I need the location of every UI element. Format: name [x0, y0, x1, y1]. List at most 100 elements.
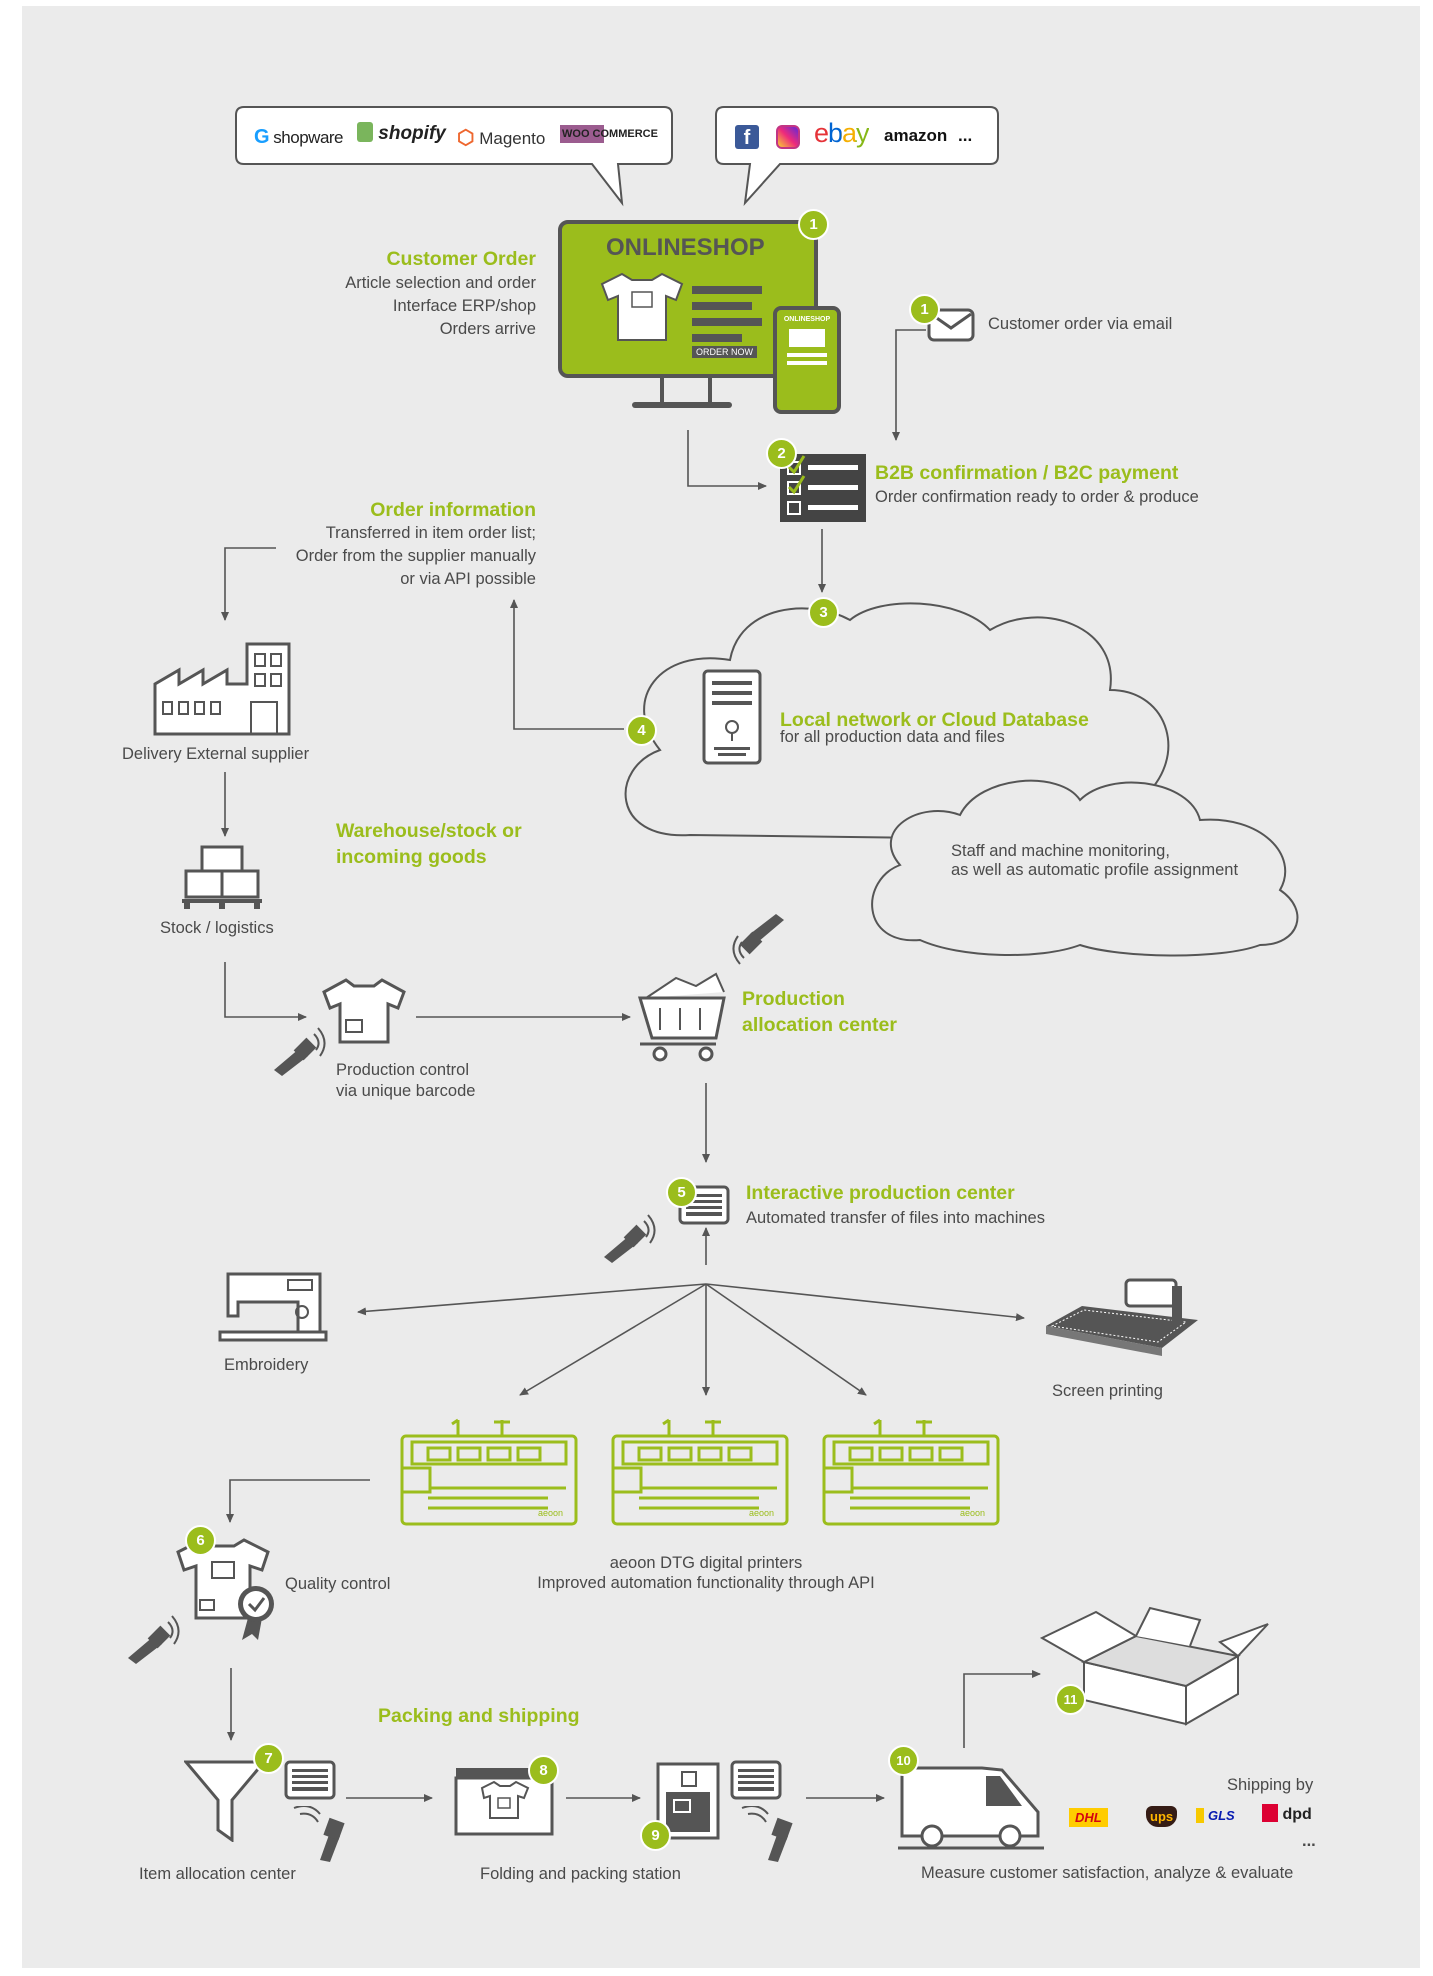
production-control-line: via unique barcode [336, 1082, 476, 1100]
monitor-stand [660, 374, 712, 404]
step-badge: 11 [1055, 1684, 1086, 1715]
monitor-icon: ONLINESHOP ORDER NOW [558, 220, 818, 378]
screen-printer-icon [1042, 1276, 1202, 1360]
allocation-title: allocation center [742, 1014, 897, 1036]
dpd-cube-icon [1262, 1804, 1278, 1822]
amazon-logo: amazon [884, 126, 947, 146]
shops-bubble [235, 106, 673, 207]
shopify-logo: shopify [357, 122, 446, 145]
shopware-logo: G shopware [254, 126, 344, 149]
facebook-logo: f [735, 125, 759, 149]
open-box-icon [1039, 1606, 1270, 1726]
shopping-cart-icon [636, 958, 732, 1062]
dtg-printer-icon: aeoon [398, 1418, 580, 1530]
woocommerce-label: WOO COMMERCE [560, 125, 660, 143]
server-icon [700, 669, 766, 769]
allocation-title: Production [742, 988, 845, 1010]
measure-text: Measure customer satisfaction, analyze &… [921, 1864, 1294, 1882]
step-badge: 1 [909, 294, 940, 325]
b2b-title: B2B confirmation / B2C payment [875, 462, 1179, 484]
cloud-title: Local network or Cloud Database [780, 709, 1089, 731]
step-badge: 6 [185, 1525, 216, 1556]
order-info-line: Transferred in item order list; [325, 524, 536, 542]
order-info-line: Order from the supplier manually [295, 547, 536, 565]
order-now-button[interactable]: ORDER NOW [692, 346, 757, 358]
magento-label: Magento [479, 129, 546, 148]
customer-order-line: Orders arrive [439, 320, 536, 338]
more-channels-label: ... [958, 126, 973, 145]
item-allocation-label: Item allocation center [139, 1865, 296, 1883]
step-badge: 4 [626, 715, 657, 746]
step-badge: 5 [666, 1177, 697, 1208]
embroidery-label: Embroidery [224, 1356, 309, 1374]
order-info-title: Order information [370, 499, 536, 521]
barcode-scanner-icon [738, 1805, 798, 1862]
customer-order-line: Article selection and order [345, 274, 536, 292]
barcode-label-icon [284, 1760, 336, 1800]
barcode-scanner-icon [270, 1026, 330, 1078]
step-badge: 9 [640, 1820, 671, 1851]
shopware-label: shopware [273, 128, 344, 147]
checkmarks-icon [787, 455, 858, 515]
email-order-text: Customer order via email [988, 315, 1173, 333]
shopify-bag-icon [357, 122, 373, 142]
order-info-line: or via API possible [400, 570, 536, 588]
boxes-pallet-icon [180, 845, 264, 909]
supplier-label: Delivery External supplier [122, 745, 310, 763]
funnel-icon [182, 1760, 268, 1843]
ups-logo: ups [1146, 1806, 1178, 1827]
warehouse-title: incoming goods [336, 846, 487, 868]
interactive-title: Interactive production center [746, 1182, 1015, 1204]
step-badge: 1 [798, 209, 829, 240]
monitoring-line: Staff and machine monitoring, [951, 842, 1170, 860]
monitoring-cloud [871, 779, 1299, 957]
instagram-icon [776, 125, 800, 149]
step-badge: 2 [766, 438, 797, 469]
warehouse-title: Warehouse/stock or [336, 820, 522, 842]
woocommerce-logo: WOO COMMERCE [560, 125, 660, 143]
aeoon-brand: aeoon [538, 1508, 563, 1518]
smartphone-icon: ONLINESHOP [773, 306, 841, 414]
magento-icon: ⬡ [457, 127, 475, 149]
step-badge: 7 [253, 1743, 284, 1774]
packing-title: Packing and shipping [378, 1705, 580, 1727]
phone-product [789, 329, 825, 347]
phone-line [787, 361, 827, 365]
step-badge: 10 [888, 1745, 919, 1776]
screen-printing-label: Screen printing [1052, 1382, 1163, 1400]
sewing-machine-icon [216, 1266, 330, 1346]
dpd-label: dpd [1282, 1806, 1312, 1823]
tshirt-listing-icon [600, 272, 762, 342]
barcode-scanner-icon [290, 1805, 350, 1862]
interactive-text: Automated transfer of files into machine… [746, 1209, 1045, 1227]
gls-logo: GLS [1196, 1808, 1235, 1823]
onlineshop-title: ONLINESHOP [606, 234, 765, 261]
folding-label: Folding and packing station [480, 1865, 681, 1883]
step-badge: 3 [808, 597, 839, 628]
monitor-base [632, 402, 732, 408]
phone-title: ONLINESHOP [783, 316, 831, 323]
phone-line [787, 353, 827, 357]
dpd-logo: dpd [1262, 1804, 1312, 1824]
facebook-label: f [743, 127, 751, 149]
envelope-icon [927, 308, 975, 342]
folding-station-icon [454, 1762, 554, 1838]
shopify-label: shopify [378, 123, 446, 144]
package-label-icon [656, 1762, 720, 1840]
dhl-logo: DHL [1069, 1808, 1108, 1827]
magento-logo: ⬡ Magento [457, 125, 545, 150]
delivery-van-icon [898, 1756, 1044, 1850]
barcode-scanner-icon [600, 1213, 660, 1265]
customer-order-line: Interface ERP/shop [392, 297, 536, 315]
more-carriers: ... [1302, 1832, 1316, 1850]
quality-label: Quality control [285, 1575, 391, 1593]
customer-order-title: Customer Order [386, 248, 536, 270]
printers-line: aeoon DTG digital printers [609, 1554, 803, 1572]
dtg-printer-icon: aeoon [609, 1418, 791, 1530]
tshirt-barcode-icon [322, 978, 406, 1044]
factory-icon [151, 640, 293, 736]
shipping-title: Shipping by [1227, 1776, 1314, 1794]
step-badge: 8 [528, 1755, 559, 1786]
dtg-printer-icon: aeoon [820, 1418, 1002, 1530]
b2b-text: Order confirmation ready to order & prod… [875, 488, 1199, 506]
